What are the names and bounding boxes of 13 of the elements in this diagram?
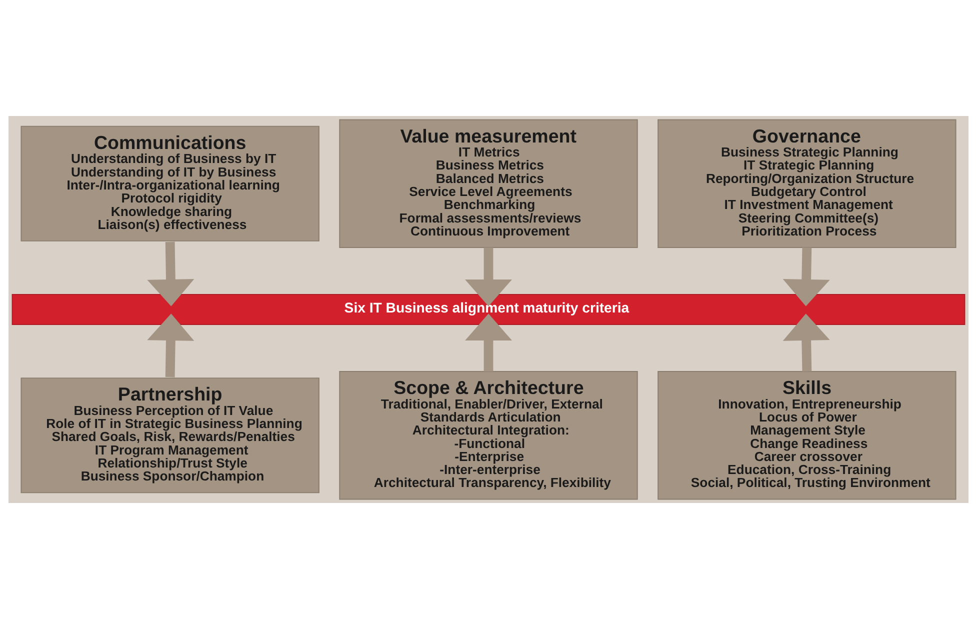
node-box: Governance Business Strategic Planning IT Strategic Planning Reporting/Organization Structure Budgetary Control IT Investment Management Steering Committee(s) Prioritization Process — [658, 118, 956, 248]
node-box: Value measurement IT Metrics Business Metrics Balanced Metrics Service Level Agreements Benchmarking Formal assessments/reviews Continuous Improvement — [339, 118, 638, 248]
node-box: Scope & Architecture Traditional, Enabler/Driver, External Standards Articulation Architectural Integration: -Functional -Enterprise -Inter-enterprise Architectural Transparency, Flexibility — [339, 370, 638, 500]
arrow — [465, 247, 512, 306]
arrow — [782, 246, 830, 306]
arrow — [465, 313, 512, 371]
arrow — [782, 313, 830, 372]
arrow — [147, 313, 194, 377]
node-box: Partnership Business Perception of IT Value Role of IT in Strategic Business Planning Shared Goals, Risk, Rewards/Penalties IT Program Management Relationship/Trust Style Business Sponsor/Champion — [20, 377, 320, 493]
arrow — [147, 241, 194, 306]
node-box: Communications Understanding of Business by IT Understanding of IT by Business Inter-/Intra-organizational learning Protocol rigidity Knowledge sharing Liaison(s) effectiveness — [20, 125, 320, 241]
node-box: Six IT Business alignment maturity criteria — [12, 294, 966, 324]
node-box: Skills Innovation, Entrepreneurship Locus of Power Management Style Change Readiness Career crossover Education, Cross-Training Social, Political, Trusting Environment — [658, 370, 956, 500]
